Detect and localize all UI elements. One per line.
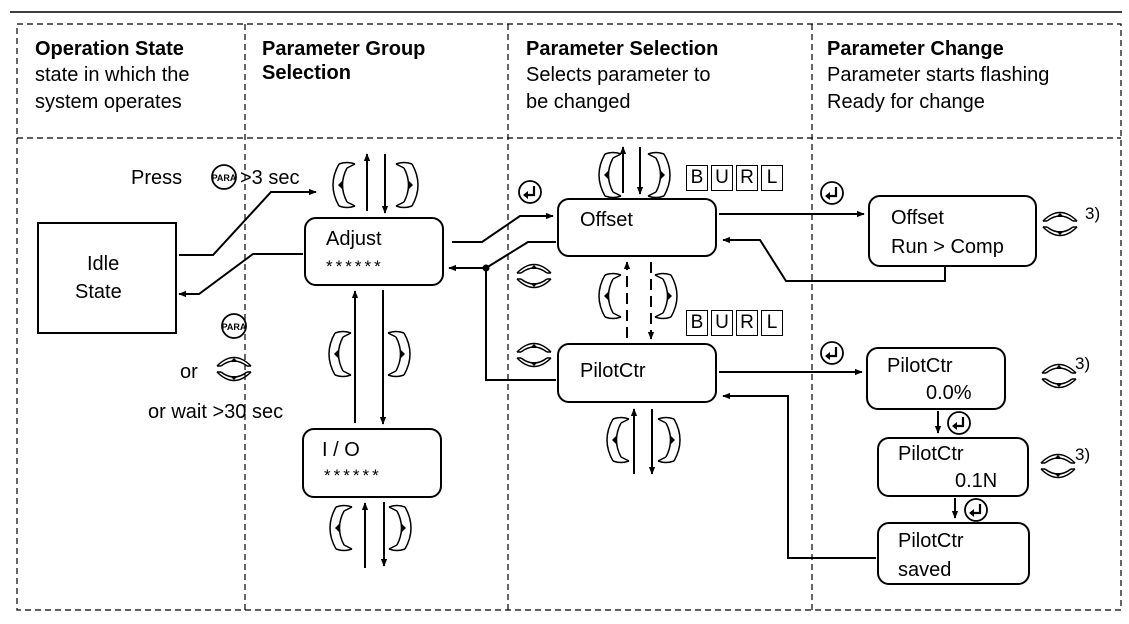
enter-key-icon [819, 340, 845, 366]
right-key-icon [395, 161, 419, 209]
enter-key-icon [946, 410, 972, 436]
flag-b: B [686, 165, 708, 191]
param-box-offset: Offset [557, 198, 717, 257]
left-key-icon [606, 416, 630, 464]
header-parameter-change-title: Parameter Change [827, 38, 1004, 60]
para-key-label: PARA [222, 322, 247, 332]
left-key-icon [598, 272, 622, 320]
up-down-keys-icon [216, 356, 252, 382]
group-box-io: I / O ****** [302, 428, 442, 498]
up-down-keys-icon [1041, 363, 1077, 389]
footnote-pilotctr-value: 3) [1075, 354, 1091, 373]
flag-l: L [761, 310, 783, 336]
flags-row-offset: B U R L [686, 165, 783, 191]
change-box-pilotctr-saved-line1: PilotCtr [898, 530, 964, 552]
flag-b: B [686, 310, 708, 336]
param-box-offset-label: Offset [580, 209, 633, 231]
change-box-offset-line1: Offset [891, 207, 944, 229]
header-parameter-selection-title: Parameter Selection [526, 38, 719, 60]
change-box-pilotctr-unit-line2: 0.1N [955, 470, 998, 492]
para-key-icon: PARA [211, 164, 237, 190]
up-down-keys-icon [1040, 453, 1076, 479]
flag-u: U [711, 310, 733, 336]
up-down-keys-icon [516, 342, 552, 368]
right-key-icon [654, 272, 678, 320]
change-box-pilotctr-value: PilotCtr 0.0% [866, 347, 1006, 410]
change-box-offset-line2: Run > Comp [891, 236, 1004, 258]
idle-state-line1: Idle [87, 253, 120, 275]
header-parameter-group-title: Parameter Group Selection [262, 38, 426, 84]
flags-row-pilotctr: B U R L [686, 310, 783, 336]
up-down-keys-icon [516, 263, 552, 289]
param-box-pilotctr: PilotCtr [557, 343, 717, 403]
flag-l: L [761, 165, 783, 191]
header-parameter-selection-subtitle: Selects parameter to be changed [526, 64, 711, 113]
group-box-adjust: Adjust ****** [304, 217, 444, 286]
para-key-icon: PARA [221, 313, 247, 339]
group-box-adjust-label: Adjust [326, 228, 382, 250]
up-down-keys-icon [1042, 211, 1078, 237]
right-key-icon [388, 504, 412, 552]
group-box-io-stars: ****** [324, 466, 382, 485]
flag-r: R [736, 310, 758, 336]
right-key-icon [647, 151, 671, 199]
right-key-icon [387, 330, 411, 378]
or-label: or [180, 361, 198, 383]
press-duration-label: >3 sec [240, 167, 300, 189]
enter-key-icon [517, 179, 543, 205]
header-parameter-change-subtitle: Parameter starts flashing Ready for chan… [827, 64, 1050, 113]
left-key-icon [332, 161, 356, 209]
change-box-offset: Offset Run > Comp [868, 195, 1037, 267]
press-label: Press [131, 167, 183, 189]
left-key-icon [328, 330, 352, 378]
header-operation-state-title: Operation State [35, 38, 184, 60]
right-key-icon [657, 416, 681, 464]
flag-u: U [711, 165, 733, 191]
change-box-pilotctr-unit: PilotCtr 0.1N [877, 437, 1029, 497]
param-box-pilotctr-label: PilotCtr [580, 360, 646, 382]
group-box-adjust-stars: ****** [326, 257, 384, 276]
left-key-icon [598, 151, 622, 199]
idle-state-line2: State [75, 281, 122, 303]
enter-key-icon [963, 497, 989, 523]
change-box-pilotctr-unit-line1: PilotCtr [898, 443, 964, 465]
left-key-icon [329, 504, 353, 552]
change-box-pilotctr-value-line1: PilotCtr [887, 355, 953, 377]
footnote-pilotctr-unit: 3) [1075, 445, 1091, 464]
header-operation-state-subtitle: state in which the system operates [35, 64, 190, 113]
or-wait-label: or wait >30 sec [148, 401, 284, 423]
group-box-io-label: I / O [322, 439, 360, 461]
change-box-pilotctr-value-line2: 0.0% [926, 382, 972, 404]
para-key-label: PARA [212, 173, 237, 183]
footnote-offset: 3) [1085, 204, 1101, 223]
change-box-pilotctr-saved: PilotCtr saved [877, 522, 1030, 585]
flag-r: R [736, 165, 758, 191]
change-box-pilotctr-saved-line2: saved [898, 559, 952, 581]
idle-state-box: Idle State [37, 222, 177, 334]
enter-key-icon [819, 180, 845, 206]
